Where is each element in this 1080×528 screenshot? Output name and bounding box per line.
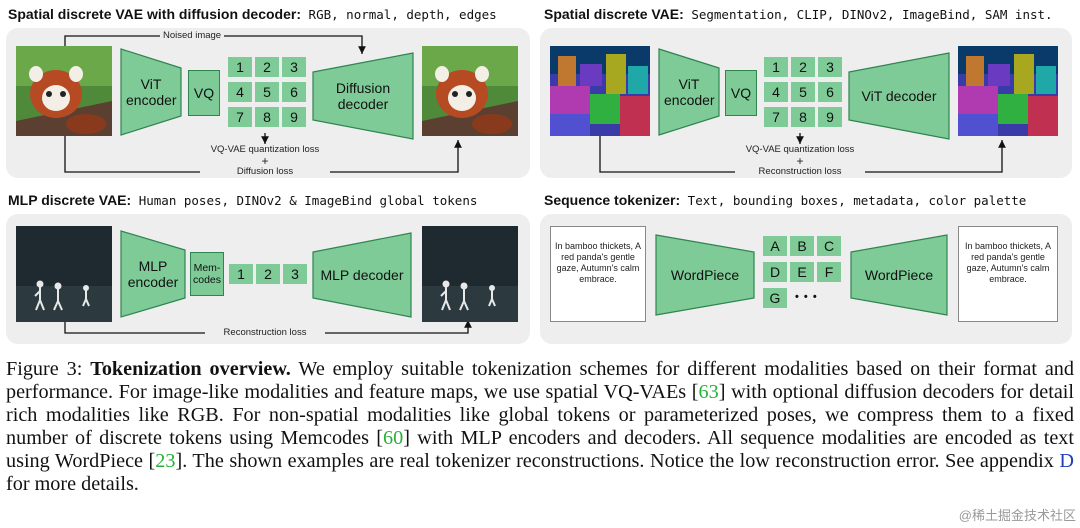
appendix-link-d[interactable]: D (1059, 450, 1074, 472)
token-8: 8 (255, 107, 279, 127)
red-panda-output-image (422, 46, 518, 136)
caption-bold-title: Tokenization overview. (90, 358, 291, 380)
wordpiece-encoder: WordPiece (655, 234, 755, 316)
token-5: 5 (791, 82, 815, 102)
token-ellipsis: • • • (795, 291, 818, 303)
panel3-title: MLP discrete VAE: Human poses, DINOv2 & … (8, 192, 478, 208)
token-c: C (817, 236, 841, 256)
token-7: 7 (764, 107, 788, 127)
token-9: 9 (282, 107, 306, 127)
vit-encoder-2: ViT encoder (658, 48, 720, 136)
token-a: A (763, 236, 787, 256)
memcodes-box: Mem- codes (190, 252, 224, 296)
vit-decoder: ViT decoder (848, 52, 950, 140)
token-2: 2 (256, 264, 280, 284)
token-d: D (763, 262, 787, 282)
caption-text-2: ] with optional diffusion decoders for d… (6, 381, 1074, 449)
segmentation-output-image (958, 46, 1058, 136)
quantization-loss-label-1: VQ-VAE quantization loss (210, 144, 320, 155)
token-e: E (790, 262, 814, 282)
plus-sign-1: + (261, 154, 269, 168)
caption-label: Figure 3: (6, 358, 91, 380)
citation-link-23[interactable]: 23 (155, 450, 176, 472)
watermark: @稀土掘金技术社区 (958, 508, 1076, 523)
token-2: 2 (791, 57, 815, 77)
citation-link-63[interactable]: 63 (698, 381, 719, 403)
token-1: 1 (228, 57, 252, 77)
token-9: 9 (818, 107, 842, 127)
caption-text-1: We employ suitable tokenization schemes … (6, 358, 1074, 403)
quantization-loss-label-2: VQ-VAE quantization loss (745, 144, 855, 155)
token-6: 6 (818, 82, 842, 102)
mlp-encoder: MLP encoder (120, 230, 186, 318)
caption-text-4: ]. The shown examples are real tokenizer… (175, 450, 1060, 472)
human-pose-output-image (422, 226, 518, 322)
token-6: 6 (282, 82, 306, 102)
token-3: 3 (282, 57, 306, 77)
output-text-box: In bamboo thickets, A red panda's gentle… (958, 226, 1058, 322)
token-7: 7 (228, 107, 252, 127)
human-pose-input-image (16, 226, 112, 322)
token-1: 1 (764, 57, 788, 77)
token-3: 3 (818, 57, 842, 77)
reconstruction-loss-label-3: Reconstruction loss (205, 327, 325, 338)
diffusion-loss-label: Diffusion loss (200, 166, 330, 177)
token-1: 1 (229, 264, 253, 284)
token-2: 2 (255, 57, 279, 77)
input-text-box: In bamboo thickets, A red panda's gentle… (550, 226, 646, 322)
panel4-title: Sequence tokenizer: Text, bounding boxes… (544, 192, 1027, 208)
wordpiece-decoder: WordPiece (850, 234, 948, 316)
token-4: 4 (228, 82, 252, 102)
token-f: F (817, 262, 841, 282)
citation-link-60[interactable]: 60 (383, 427, 404, 449)
token-3: 3 (283, 264, 307, 284)
caption-text-3: ] with MLP encoders and decoders. All se… (6, 427, 1074, 472)
vit-encoder-1: ViT encoder (120, 48, 182, 136)
token-g: G (763, 288, 787, 308)
token-b: B (790, 236, 814, 256)
reconstruction-loss-label-2: Reconstruction loss (735, 166, 865, 177)
token-5: 5 (255, 82, 279, 102)
mlp-decoder: MLP decoder (312, 232, 412, 318)
panel2-title: Spatial discrete VAE: Segmentation, CLIP… (544, 6, 1053, 22)
vq-box-1: VQ (188, 70, 220, 116)
panel1-title: Spatial discrete VAE with diffusion deco… (8, 6, 497, 22)
plus-sign-2: + (796, 154, 804, 168)
segmentation-input-image (550, 46, 650, 136)
token-4: 4 (764, 82, 788, 102)
token-8: 8 (791, 107, 815, 127)
noised-image-label: Noised image (160, 30, 225, 41)
diffusion-decoder: Diffusion decoder (312, 52, 414, 140)
figure-caption: Figure 3: Tokenization overview. We empl… (6, 358, 1074, 496)
vq-box-2: VQ (725, 70, 757, 116)
caption-text-5: for more details. (6, 473, 139, 495)
red-panda-input-image (16, 46, 112, 136)
